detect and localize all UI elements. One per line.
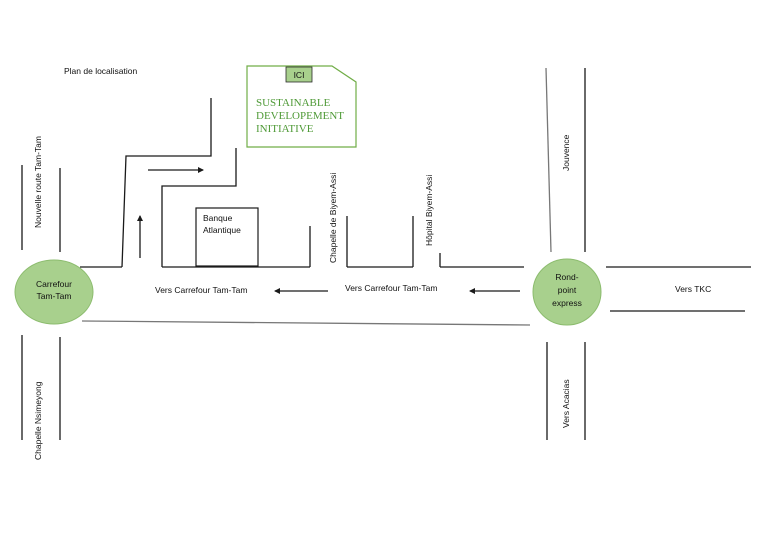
roundabout-carrefour-tamtam bbox=[14, 259, 94, 325]
label-vers-tamtam-1: Vers Carrefour Tam-Tam bbox=[155, 285, 247, 295]
label-jouvence: Jouvence bbox=[561, 134, 571, 171]
label-vers-tamtam-2: Vers Carrefour Tam-Tam bbox=[345, 283, 437, 293]
building-outline bbox=[246, 65, 357, 148]
label-vers-tkc: Vers TKC bbox=[675, 284, 711, 294]
bank-label-line-1: Banque bbox=[203, 213, 233, 223]
roundabout-right-line-3: express bbox=[552, 298, 582, 308]
label-nouvelle-route: Nouvelle route Tam-Tam bbox=[33, 136, 43, 228]
roundabout-left-line-2: Tam-Tam bbox=[37, 291, 72, 301]
main-road-bottom bbox=[81, 320, 531, 326]
here-badge bbox=[285, 66, 313, 83]
roundabout-right-line-2: point bbox=[558, 285, 577, 295]
label-chapelle-nsimeyong: Chapelle Nsimeyong bbox=[33, 381, 43, 460]
roundabout-left-line-1: Carrefour bbox=[36, 279, 72, 289]
road-jouvence-left bbox=[545, 67, 552, 253]
roundabout-rond-point-express bbox=[532, 258, 602, 326]
here-badge-label: ICI bbox=[294, 70, 305, 80]
label-hopital-biyem: Hôpital Biyem-Assi bbox=[424, 175, 434, 246]
access-path-left bbox=[121, 98, 212, 268]
building-name-line-3: INITIATIVE bbox=[256, 123, 314, 135]
label-vers-acacias: Vers Acacias bbox=[561, 379, 571, 428]
bank-label-line-2: Atlantique bbox=[203, 225, 241, 235]
map-title: Plan de localisation bbox=[64, 66, 138, 76]
label-chapelle-biyem: Chapelle de Biyem-Assi bbox=[328, 173, 338, 263]
access-path-right bbox=[161, 148, 237, 267]
building-name-line-2: DEVELOPEMENT bbox=[256, 110, 344, 122]
roundabout-right-line-1: Rond- bbox=[555, 272, 578, 282]
bank-building bbox=[195, 207, 259, 267]
building-name-line-1: SUSTAINABLE bbox=[256, 97, 331, 109]
